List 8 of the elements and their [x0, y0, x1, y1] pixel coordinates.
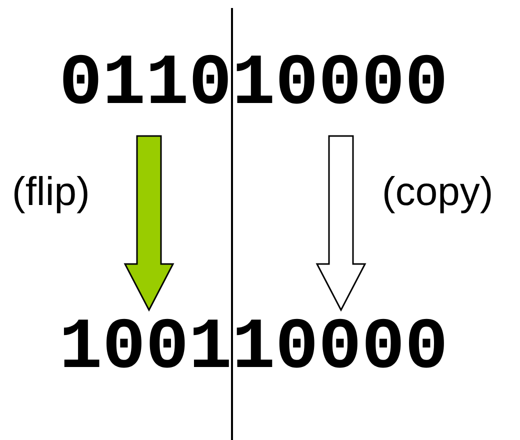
- edge-label: (flip): [12, 172, 90, 212]
- block-arrow: [316, 135, 366, 312]
- edge-label: (copy): [382, 172, 494, 212]
- bit-string: 10000: [232, 307, 448, 389]
- bit-string: 0110: [59, 43, 232, 125]
- bit-string: 10000: [232, 43, 448, 125]
- block-arrow: [124, 135, 174, 312]
- bit-string: 1001: [59, 307, 232, 389]
